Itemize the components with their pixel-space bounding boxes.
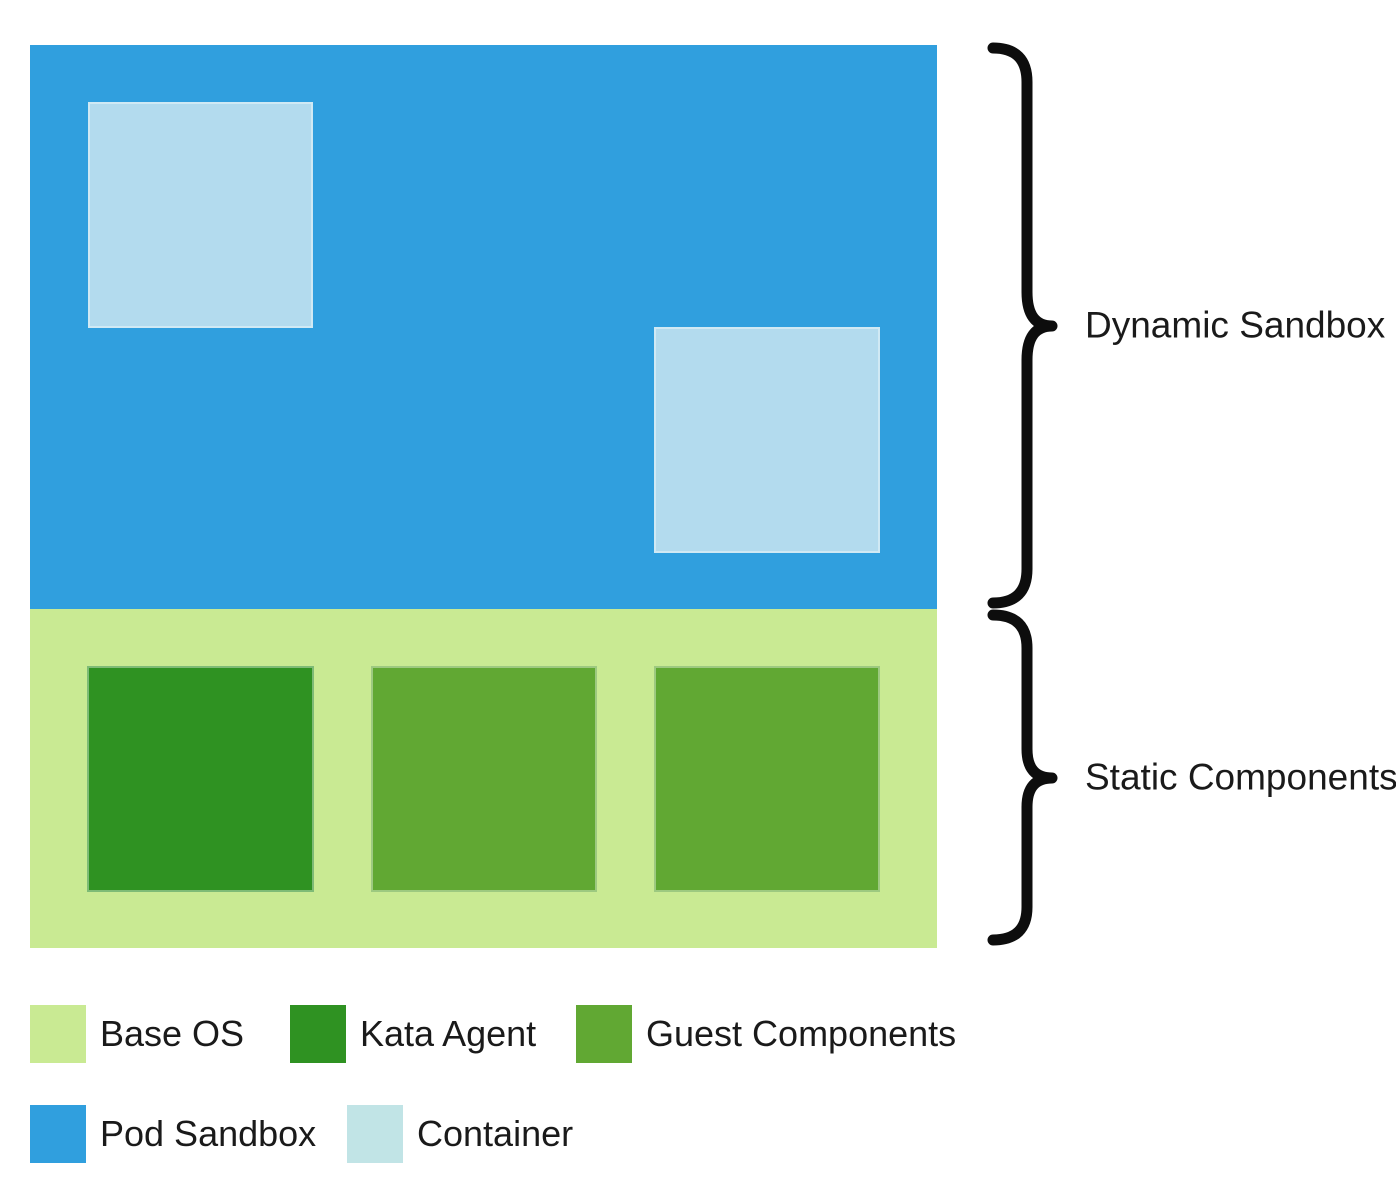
legend-item-base-os: Base OS [30, 1005, 244, 1063]
legend-item-guest-components: Guest Components [576, 1005, 956, 1063]
pod-sandbox-swatch [30, 1105, 86, 1163]
container-block-1 [88, 102, 313, 328]
static-components-brace [987, 609, 1058, 946]
guest-components-swatch [576, 1005, 632, 1063]
legend-label-container: Container [417, 1113, 574, 1154]
container-swatch [347, 1105, 403, 1163]
guest-components-block-2 [654, 666, 880, 892]
guest-components-block-1 [371, 666, 597, 892]
legend-label-guest-components: Guest Components [646, 1013, 957, 1054]
static-components-label: Static Components [1085, 756, 1396, 798]
legend-item-kata-agent: Kata Agent [290, 1005, 536, 1063]
kata-agent-swatch [290, 1005, 346, 1063]
legend-item-pod-sandbox: Pod Sandbox [30, 1105, 316, 1163]
kata-agent-block [87, 666, 314, 892]
dynamic-sandbox-label: Dynamic Sandbox [1085, 304, 1386, 346]
legend-label-pod-sandbox: Pod Sandbox [100, 1113, 317, 1154]
container-block-2 [654, 327, 880, 553]
legend-label-kata-agent: Kata Agent [360, 1013, 537, 1054]
legend-item-container: Container [347, 1105, 573, 1163]
dynamic-sandbox-brace [987, 42, 1058, 609]
base-os-swatch [30, 1005, 86, 1063]
legend-label-base-os: Base OS [100, 1013, 245, 1054]
